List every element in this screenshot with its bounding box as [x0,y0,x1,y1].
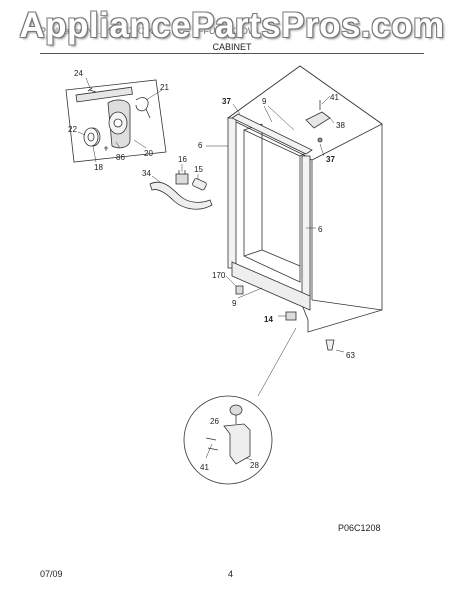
page-number: 4 [228,569,234,579]
leader-lines [77,77,345,397]
header-rule [40,53,424,54]
cabinet-body [227,65,383,351]
part-label-20: 20 [144,149,153,158]
part-label-14: 14 [264,315,273,324]
part-label-18: 18 [94,163,103,172]
part-label-38: 38 [336,121,345,130]
part-label-16: 16 [178,155,187,164]
lamp-parts [175,170,207,191]
part-label-41a: 41 [330,93,339,102]
part-label-24: 24 [74,69,83,78]
diagram-code: P06C1208 [338,523,381,533]
part-label-6a: 6 [198,141,203,150]
part-label-41b: 41 [200,463,209,472]
part-label-34: 34 [142,169,151,178]
part-label-6b: 6 [318,225,323,234]
control-box-assembly [65,79,167,163]
part-label-63: 63 [346,351,355,360]
page-header: Publication No. 5995XXXXXX FFU11FK1DW [40,26,424,38]
hinge-detail [183,395,273,485]
part-label-15: 15 [194,165,203,174]
part-label-37a: 37 [222,97,231,106]
part-label-26: 26 [210,417,219,426]
model-number: FFU11FK1DW [198,26,257,36]
watermark: AppliancePartsPros.com [19,6,445,45]
part-label-170: 170 [212,271,226,280]
part-label-37b: 37 [326,155,335,164]
part-label-9a: 9 [262,97,267,106]
part-label-21: 21 [160,83,169,92]
footer-date: 07/09 [40,569,63,579]
part-label-86: 86 [116,153,125,162]
part-label-28: 28 [250,461,259,470]
section-title: CABINET [212,42,252,52]
door-handle [149,181,213,210]
part-label-22: 22 [68,125,77,134]
part-label-9b: 9 [232,299,237,308]
publication-number: Publication No. 5995XXXXXX [40,26,160,36]
part-labels: 24 21 22 86 20 18 16 15 34 6 6 37 37 9 9… [68,69,355,472]
